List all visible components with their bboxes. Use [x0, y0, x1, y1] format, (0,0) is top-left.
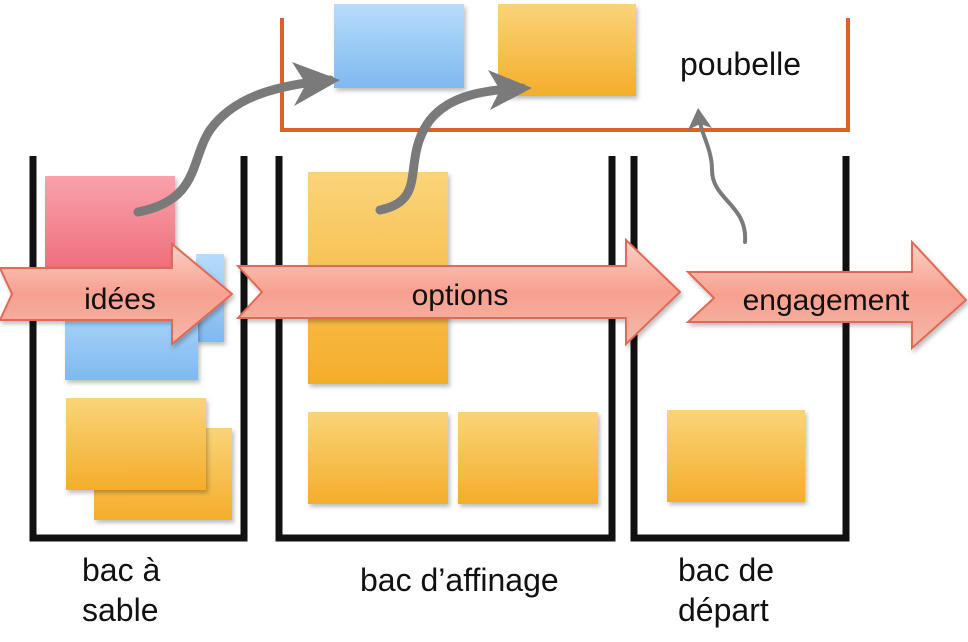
trash-label: poubelle [680, 46, 801, 82]
flow-arrow-options [235, 237, 682, 347]
departure-bin-label: bac de départ [678, 552, 775, 628]
flow-label-options: options [411, 279, 509, 312]
refinement-note-1 [308, 412, 448, 504]
curve-arrow-commitment-to-trash [698, 120, 748, 244]
flow-arrow-ideas [0, 241, 234, 347]
curve-arrow-options-to-trash [375, 83, 527, 215]
trash-note-yellow [498, 4, 636, 96]
curve-arrow-ideas-to-trash [133, 75, 335, 217]
trash-container [280, 18, 850, 132]
flow-label-commitment: engagement [742, 284, 910, 317]
flow-arrow-commitment [685, 239, 968, 351]
curve-arrow-ideas-head [292, 62, 340, 106]
sandbox-bin-label: bac à sable [82, 552, 161, 628]
bin-departure [630, 156, 850, 542]
departure-note [667, 410, 805, 502]
trash-note-blue [334, 4, 464, 88]
refinement-bin-label: bac d’affinage [360, 562, 559, 598]
refinement-note-2 [458, 412, 598, 504]
sandbox-note-yellow [66, 398, 206, 490]
curve-arrow-options-head [488, 70, 532, 110]
flow-label-ideas: idées [84, 283, 156, 316]
bin-refinement [275, 156, 616, 542]
sandbox-note-pink [45, 176, 175, 268]
curve-arrow-commitment-head [688, 108, 712, 130]
bin-sandbox [29, 156, 248, 542]
